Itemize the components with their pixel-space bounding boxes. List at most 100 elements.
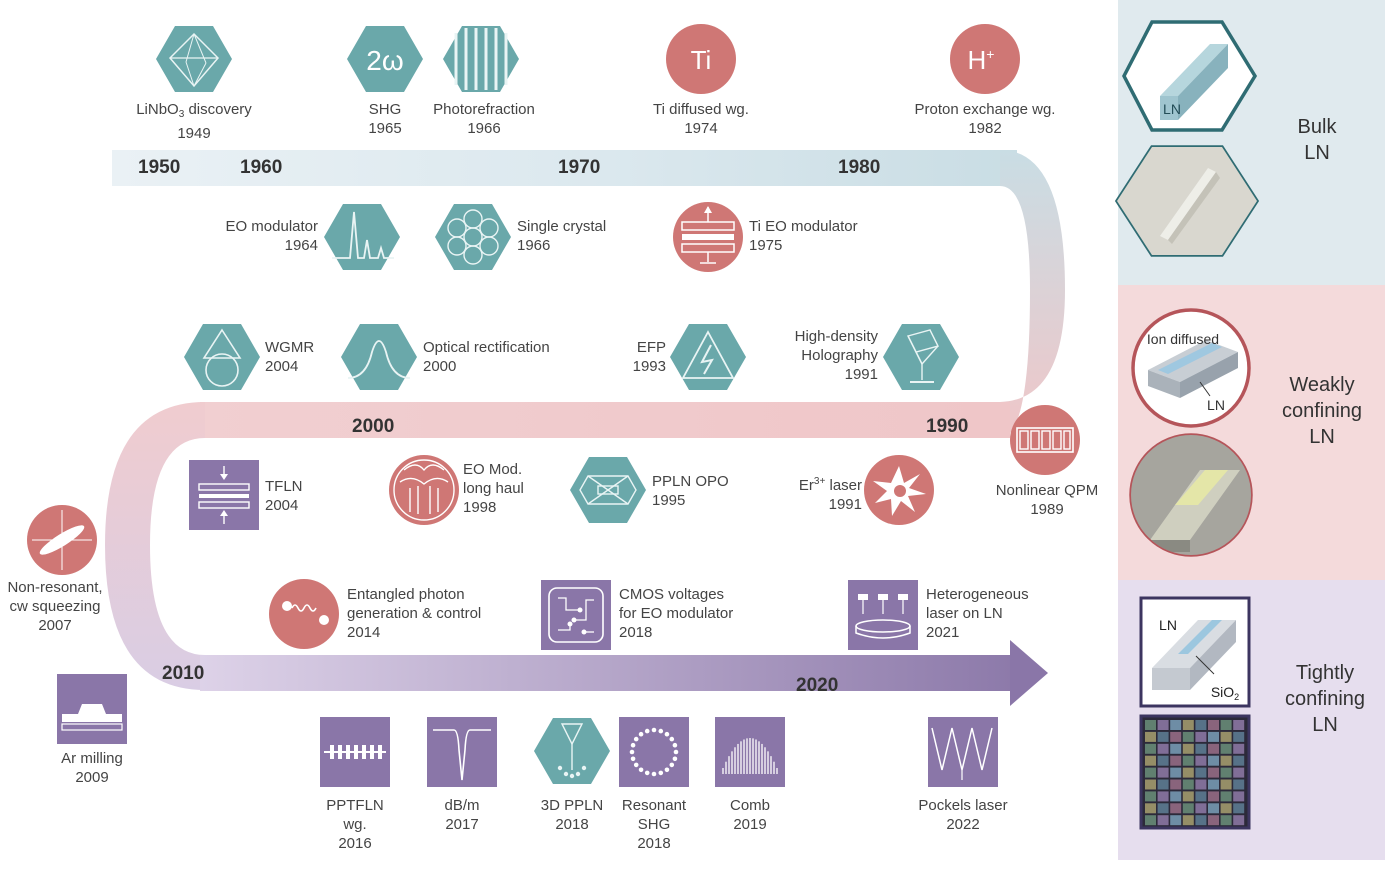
weak-ln-schematic-circle: Ion diffused LN bbox=[1131, 308, 1251, 428]
weak-line2: confining bbox=[1281, 400, 1363, 422]
chip-cell bbox=[1170, 731, 1182, 742]
weak-ln-title: Weakly confining LN bbox=[1272, 372, 1372, 450]
wgmr-name: WGMR bbox=[265, 339, 315, 356]
tfln-square-icon bbox=[189, 460, 259, 530]
single-crystal-year: 1966 bbox=[517, 237, 551, 254]
ti-eo-label: Ti EO modulator 1975 bbox=[749, 217, 858, 255]
ring-dot bbox=[658, 728, 664, 734]
comb-name: Comb bbox=[729, 797, 770, 814]
nonlinear-qpm-label: Nonlinear QPM 1989 bbox=[982, 481, 1112, 519]
chip-cell bbox=[1157, 815, 1169, 826]
chip-cell bbox=[1157, 767, 1169, 778]
chip-cell bbox=[1208, 803, 1219, 814]
chip-cell bbox=[1157, 731, 1169, 742]
bulk-ln-schematic-hexagon: LN bbox=[1122, 20, 1258, 132]
entangled-label: Entangled photon generation & control 20… bbox=[347, 585, 481, 642]
cmos-line2: for EO modulator bbox=[619, 605, 734, 622]
chip-cell bbox=[1233, 815, 1245, 826]
chip-cell bbox=[1208, 779, 1219, 790]
eo-long-haul-label: EO Mod. long haul 1998 bbox=[463, 460, 524, 517]
chip-cell bbox=[1157, 755, 1169, 766]
tight-inset-sio-sub: 2 bbox=[1234, 692, 1239, 702]
weak-inset-bottom-label: LN bbox=[1207, 397, 1225, 413]
ti-diffused-circle-icon: Ti bbox=[666, 24, 736, 94]
squeezing-year: 2007 bbox=[38, 617, 72, 634]
eo-long-haul-year: 1998 bbox=[463, 499, 497, 516]
bulk-line1: Bulk bbox=[1297, 116, 1337, 138]
ring-dot bbox=[651, 771, 657, 777]
ring-dot bbox=[633, 736, 639, 742]
chip-cell bbox=[1220, 720, 1232, 730]
wgmr-label: WGMR 2004 bbox=[265, 338, 314, 376]
chip-cell bbox=[1145, 779, 1156, 790]
chip-cell bbox=[1182, 803, 1194, 814]
efp-hexagon-icon bbox=[670, 324, 746, 390]
chip-cell bbox=[1170, 743, 1182, 754]
tight-ln-title: Tightly confining LN bbox=[1275, 660, 1375, 738]
ti-eo-modulator-circle-icon bbox=[673, 202, 743, 272]
chip-cell bbox=[1145, 803, 1156, 814]
chip-cell bbox=[1182, 755, 1194, 766]
ring-dot bbox=[630, 742, 636, 748]
resonant-shg-square-icon bbox=[619, 717, 689, 787]
efp-year: 1993 bbox=[632, 358, 666, 375]
holography-hexagon-icon bbox=[883, 324, 959, 390]
chip-cell bbox=[1220, 803, 1232, 814]
shg-name: SHG bbox=[368, 101, 402, 118]
year-1980: 1980 bbox=[838, 157, 881, 178]
3d-ppln-hexagon-icon bbox=[534, 718, 610, 784]
entangled-year: 2014 bbox=[347, 624, 381, 641]
optical-rectification-hexagon-icon bbox=[341, 324, 417, 390]
chip-cell bbox=[1233, 731, 1245, 742]
eo-long-haul-line1: EO Mod. bbox=[463, 461, 523, 478]
pockels-label: Pockels laser 2022 bbox=[898, 796, 1028, 834]
ring-dot bbox=[644, 728, 650, 734]
chip-cell bbox=[1195, 767, 1207, 778]
er-laser-name-rest: laser bbox=[825, 477, 862, 494]
shg-hexagon-icon: 2ω bbox=[347, 26, 423, 92]
chip-cell bbox=[1145, 815, 1156, 826]
svg-text:SiO2: SiO2 bbox=[1211, 684, 1239, 702]
chip-cell bbox=[1145, 731, 1156, 742]
tfln-label: TFLN 2004 bbox=[265, 477, 303, 515]
optical-rectification-name: Optical rectification bbox=[423, 339, 550, 356]
chip-cell bbox=[1145, 743, 1156, 754]
chip-cell bbox=[1208, 791, 1219, 802]
proton-icon-sup: + bbox=[986, 46, 994, 62]
year-1950: 1950 bbox=[138, 157, 181, 178]
shg-label: SHG 1965 bbox=[345, 100, 425, 138]
ti-eo-name: Ti EO modulator bbox=[749, 218, 858, 235]
comb-lines bbox=[722, 738, 778, 774]
wgmr-year: 2004 bbox=[265, 358, 299, 375]
holography-label: High-density Holography 1991 bbox=[750, 327, 878, 384]
3d-ppln-name: 3D PPLN bbox=[540, 797, 604, 814]
chip-cell bbox=[1208, 720, 1219, 730]
single-crystal-label: Single crystal 1966 bbox=[517, 217, 606, 255]
chip-cell bbox=[1233, 767, 1245, 778]
chip-cell bbox=[1233, 779, 1245, 790]
chip-cell bbox=[1208, 743, 1219, 754]
chip-cell bbox=[1195, 755, 1207, 766]
chip-cell bbox=[1157, 743, 1169, 754]
er-laser-year: 1991 bbox=[828, 496, 862, 513]
er-laser-sup: 3+ bbox=[813, 476, 826, 487]
optical-rectification-label: Optical rectification 2000 bbox=[423, 338, 550, 376]
chip-cell bbox=[1182, 731, 1194, 742]
chip-cell bbox=[1182, 743, 1194, 754]
tight-ln-schematic-square: LN SiO2 bbox=[1139, 596, 1251, 708]
chip-cell bbox=[1145, 791, 1156, 802]
ring-dot bbox=[664, 767, 670, 773]
chip-cell bbox=[1220, 755, 1232, 766]
bulk-line2: LN bbox=[1304, 142, 1330, 164]
resonant-ring bbox=[629, 727, 679, 777]
dbm-name: dB/m bbox=[444, 797, 480, 814]
chip-cell bbox=[1220, 779, 1232, 790]
chip-cell bbox=[1195, 815, 1207, 826]
chip-cell bbox=[1195, 779, 1207, 790]
proton-name: Proton exchange wg. bbox=[914, 101, 1056, 118]
comb-label: Comb 2019 bbox=[700, 796, 800, 834]
chip-cell bbox=[1157, 791, 1169, 802]
chip-cell bbox=[1182, 791, 1194, 802]
ppln-opo-name: PPLN OPO bbox=[652, 473, 729, 490]
